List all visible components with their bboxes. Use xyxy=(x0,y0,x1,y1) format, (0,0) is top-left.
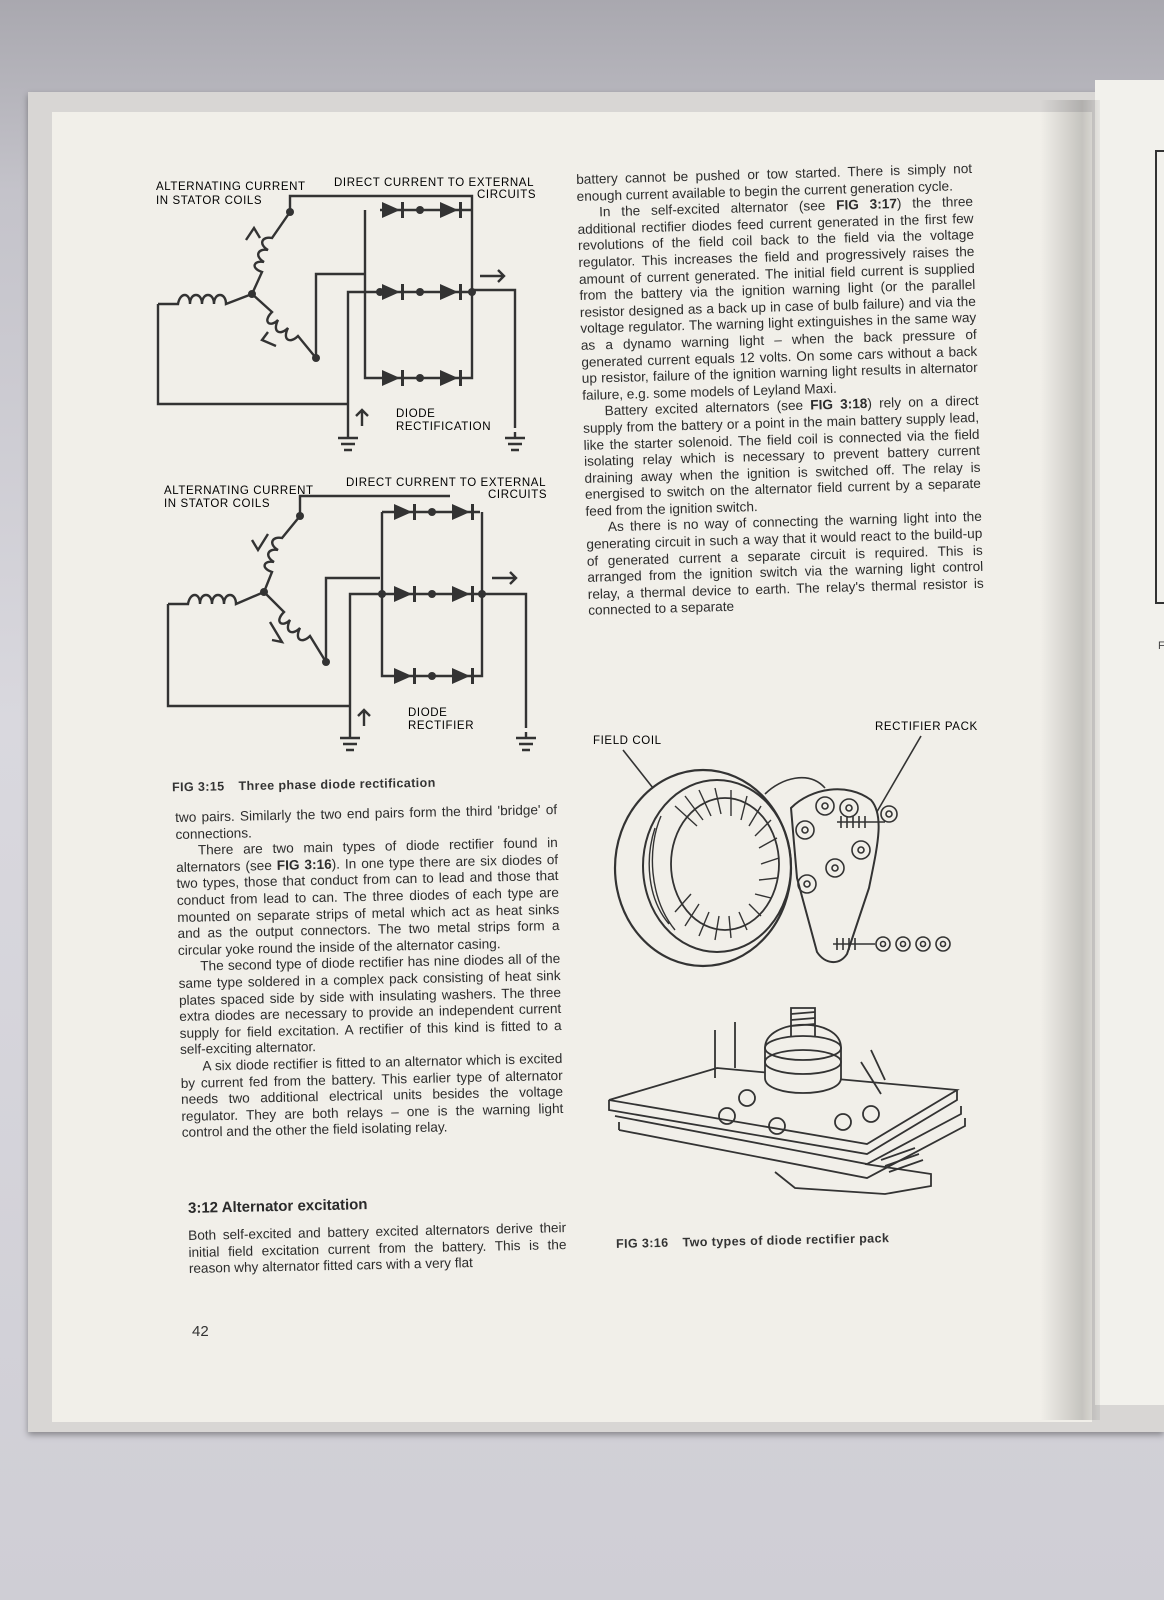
label-diode-line1: DIODE xyxy=(396,408,435,420)
paragraph: In the self-excited alternator (see FIG … xyxy=(577,194,978,403)
paragraph: There are two main types of diode rectif… xyxy=(176,835,560,958)
paragraph: Battery excited alternators (see FIG 3:1… xyxy=(582,393,982,519)
figure-reference: FIG 3:17 xyxy=(835,196,898,213)
rectifier-pack-illustration: FIELD COIL RECTIFIER PACK xyxy=(585,718,995,1218)
rectifier-terminals xyxy=(795,796,898,894)
caption-number: FIG 3:15 xyxy=(171,779,225,795)
label-dc-line2: CIRCUITS xyxy=(477,189,536,201)
stator-windings xyxy=(648,787,780,941)
label-ac-line2: IN STATOR COILS xyxy=(164,498,270,510)
label-rectifier-pack: RECTIFIER PACK xyxy=(875,721,978,733)
label-diode-line2: RECTIFICATION xyxy=(396,421,491,433)
label-dc-line2: CIRCUITS xyxy=(488,489,547,501)
label-diode-line1: DIODE xyxy=(408,707,447,719)
label-ac-line1: ALTERNATING CURRENT xyxy=(164,485,314,497)
paragraph: The second type of diode rectifier has n… xyxy=(178,951,562,1058)
facing-page-figure-frame xyxy=(1155,150,1164,604)
right-text-column: battery cannot be pushed or tow started.… xyxy=(576,161,984,620)
diode-symbols xyxy=(260,504,486,684)
facing-page-mark: F xyxy=(1158,640,1164,652)
left-text-column-bottom: Both self-excited and battery excited al… xyxy=(188,1220,567,1278)
page-number: 42 xyxy=(192,1323,209,1340)
rectification-diagram-top: ALTERNATING CURRENT IN STATOR COILS DIRE… xyxy=(150,172,550,462)
circuit-lines xyxy=(166,494,536,752)
figure-reference: FIG 3:18 xyxy=(810,396,868,413)
paragraph: As there is no way of connecting the war… xyxy=(586,509,984,619)
circuit-lines xyxy=(156,194,525,452)
rectification-diagram-bottom: ALTERNATING CURRENT IN STATOR COILS DIRE… xyxy=(160,472,560,762)
stacked-plate-rectifier xyxy=(608,1007,966,1195)
label-ac-line1: ALTERNATING CURRENT xyxy=(156,181,306,193)
label-ac-line2: IN STATOR COILS xyxy=(156,195,262,207)
label-field-coil: FIELD COIL xyxy=(593,735,662,747)
caption-number: FIG 3:16 xyxy=(615,1235,669,1251)
left-text-column: two pairs. Similarly the two end pairs f… xyxy=(175,802,564,1142)
label-diode-line2: RECTIFIER xyxy=(408,720,474,732)
label-dc-line1: DIRECT CURRENT TO EXTERNAL xyxy=(346,477,546,489)
spine-shadow xyxy=(1040,100,1100,1420)
figure-reference: FIG 3:16 xyxy=(276,856,332,873)
facing-page xyxy=(1095,80,1164,1405)
diode-symbols xyxy=(248,202,476,386)
book-page xyxy=(52,112,1092,1422)
paragraph: A six diode rectifier is fitted to an al… xyxy=(180,1050,564,1141)
paragraph: Both self-excited and battery excited al… xyxy=(188,1220,567,1277)
screw-and-washers xyxy=(833,816,951,952)
label-dc-line1: DIRECT CURRENT TO EXTERNAL xyxy=(334,177,534,189)
